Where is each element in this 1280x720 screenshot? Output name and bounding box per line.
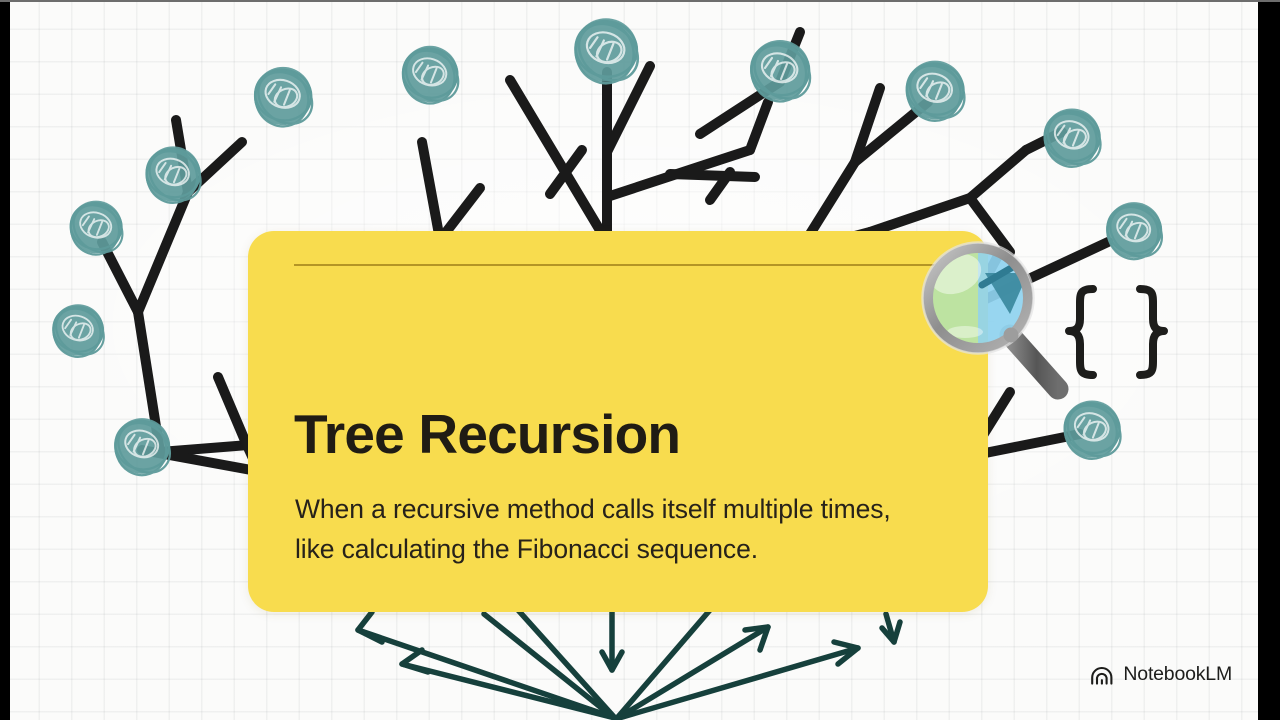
arrow-4 — [515, 607, 618, 720]
magnifier-lens — [928, 248, 1028, 348]
code-braces-illustration — [1065, 285, 1168, 379]
arrow-3 — [481, 611, 617, 720]
brand-mark: NotebookLM — [1090, 663, 1232, 686]
letterbox-right — [1258, 0, 1280, 720]
card-divider-rule — [294, 264, 940, 266]
right-brace — [1136, 285, 1168, 379]
arrow-2 — [399, 647, 618, 720]
left-brace — [1065, 285, 1097, 379]
notebooklm-logo-icon — [1091, 666, 1113, 685]
arrow-1 — [355, 609, 618, 720]
magnifier-joint — [1003, 327, 1019, 343]
radiating-arrows-illustration — [355, 607, 903, 720]
content-card: Tree Recursion When a recursive method c… — [248, 231, 988, 612]
arrow-5 — [599, 607, 625, 673]
arrow-7 — [615, 624, 771, 720]
arrow-9 — [879, 611, 903, 645]
magnifier-rim — [923, 243, 1033, 353]
letterbox-top — [0, 0, 1280, 2]
magnifying-glass-illustration — [921, 241, 1069, 400]
arrow-8 — [616, 639, 861, 720]
slide-canvas: Tree Recursion When a recursive method c… — [10, 2, 1258, 720]
letterbox-left — [0, 0, 10, 720]
page-title: Tree Recursion — [294, 403, 681, 465]
magnifier-handle — [999, 324, 1069, 400]
card-description: When a recursive method calls itself mul… — [295, 494, 891, 564]
brand-name: NotebookLM — [1123, 663, 1232, 685]
arrow-6 — [614, 607, 713, 720]
